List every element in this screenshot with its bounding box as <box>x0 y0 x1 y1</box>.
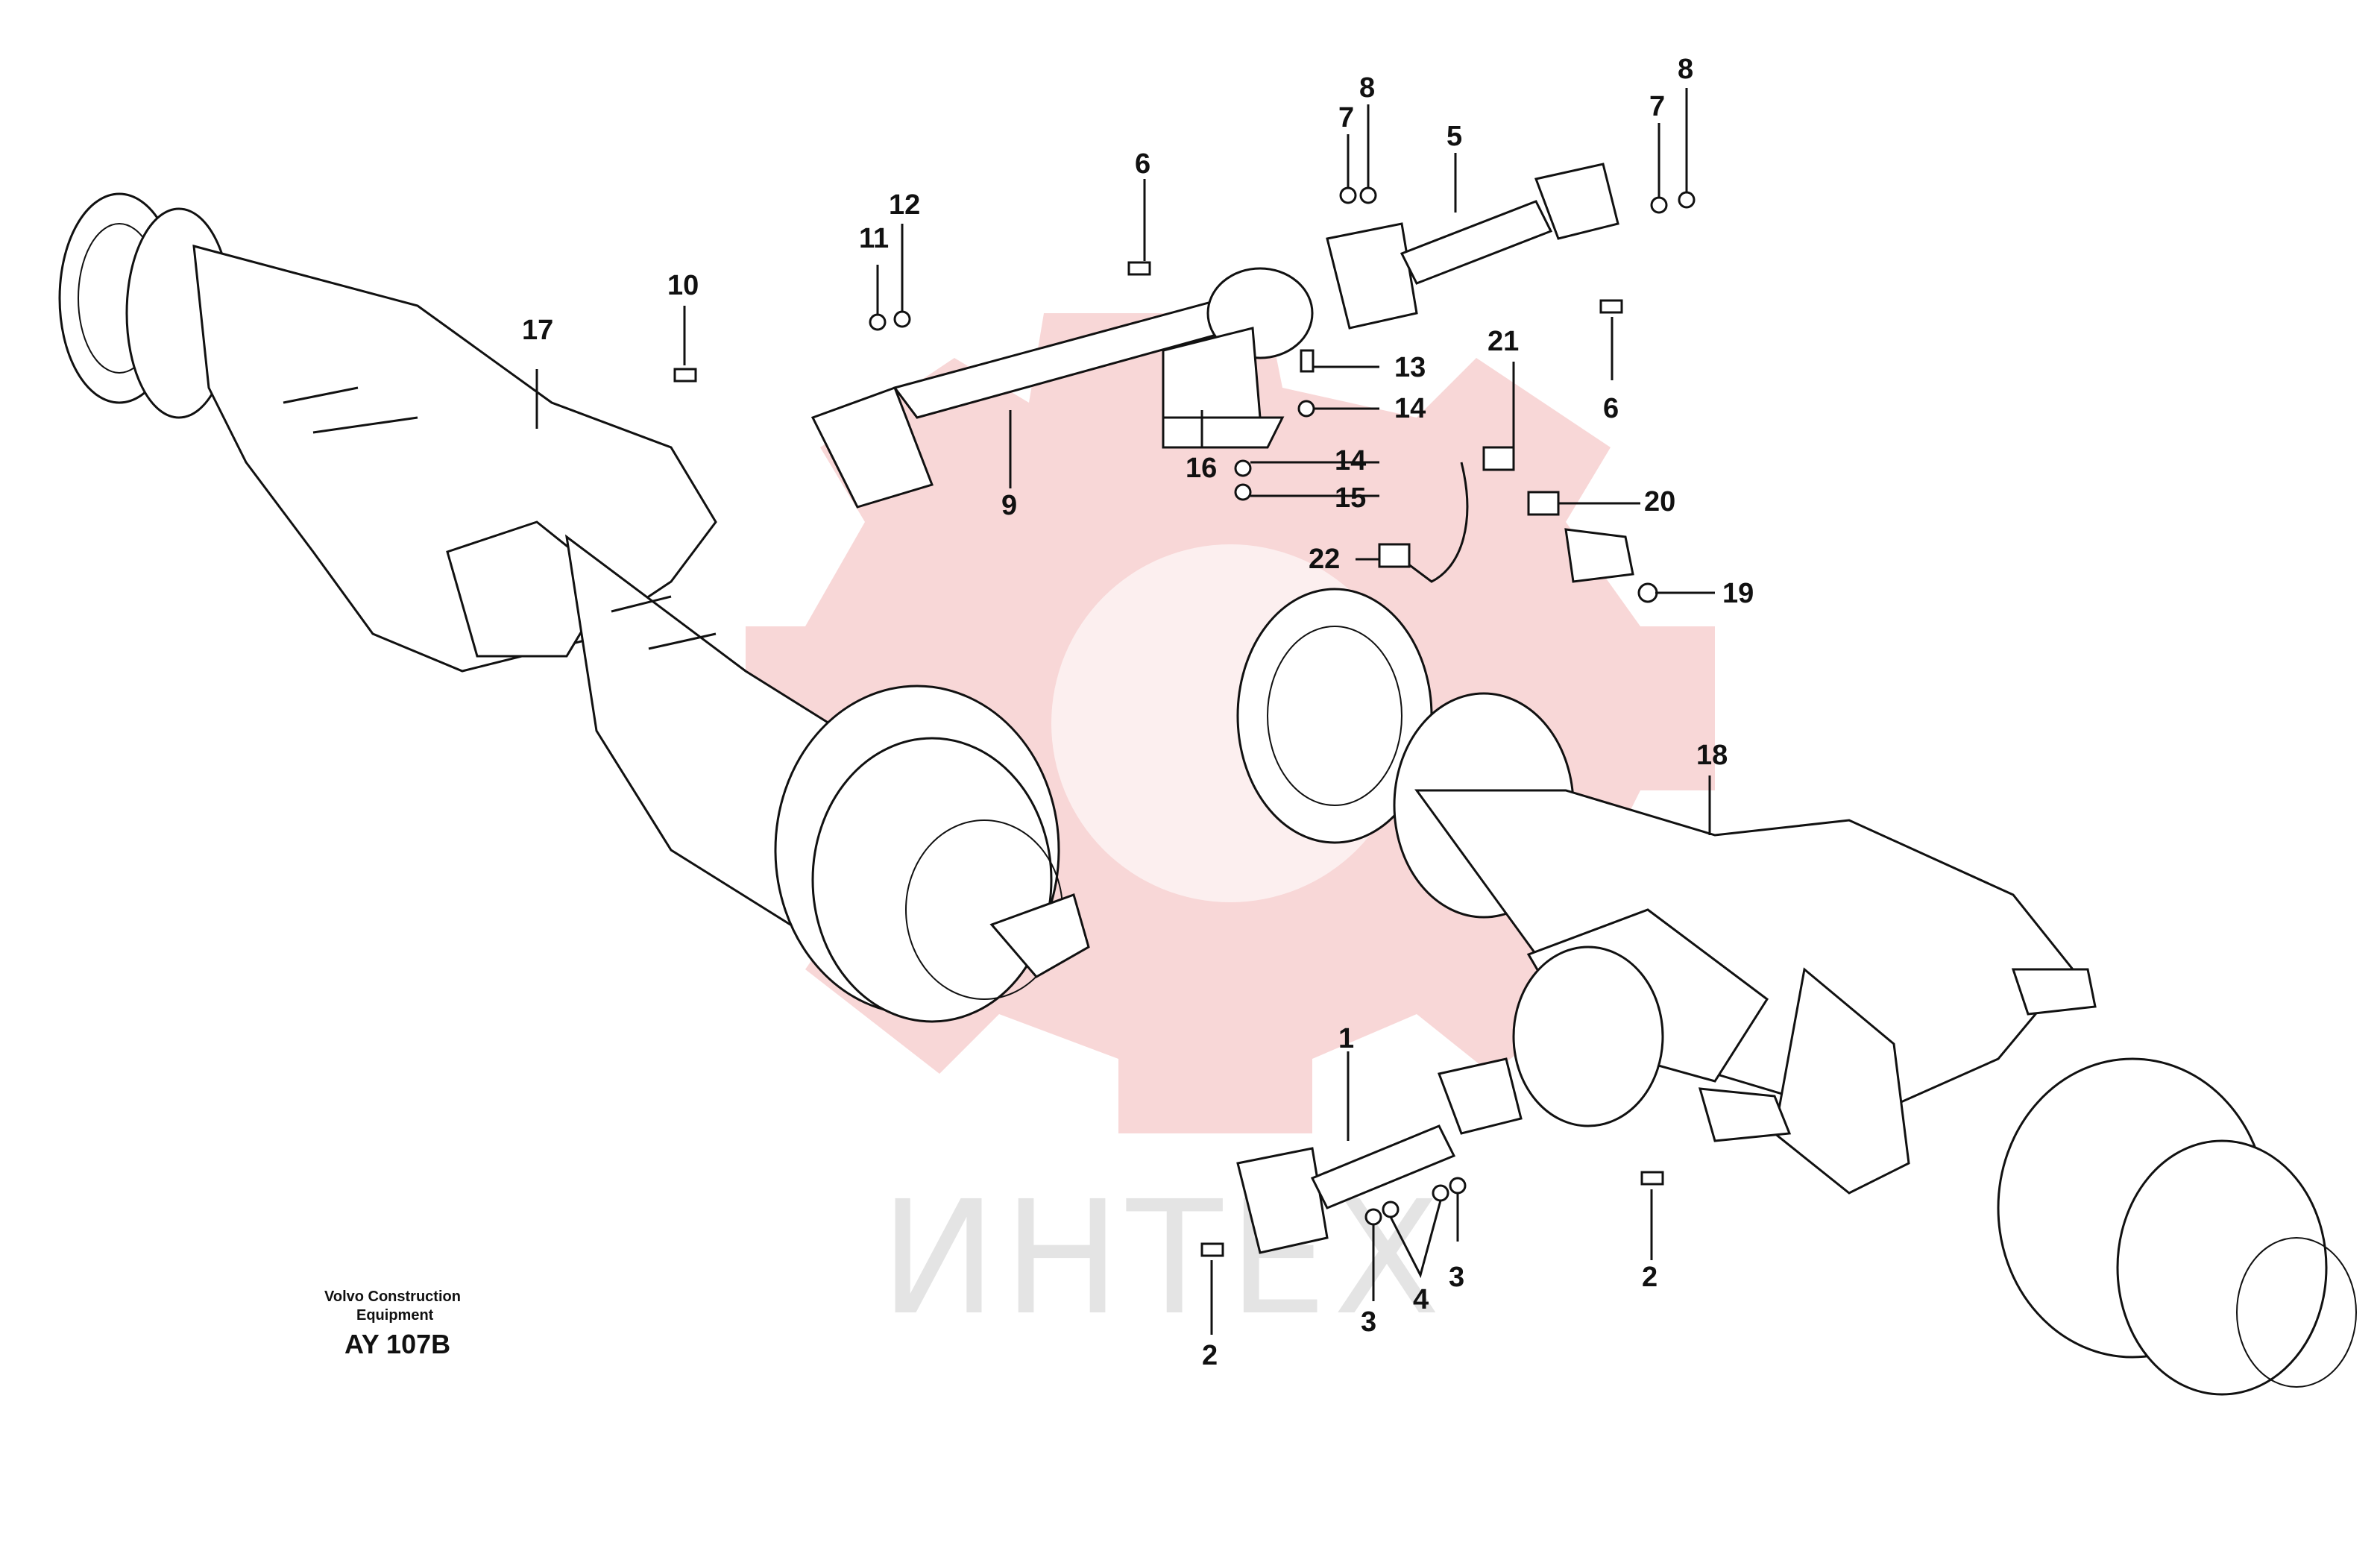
callout-labels: 1 2 2 3 3 4 5 6 6 7 7 8 8 9 10 11 12 13 … <box>522 54 1754 1371</box>
callout-4: 4 <box>1413 1284 1429 1315</box>
callout-6: 6 <box>1135 148 1150 180</box>
callout-2: 2 <box>1642 1262 1658 1293</box>
leader-lines <box>535 88 1715 1335</box>
callout-17: 17 <box>522 315 553 346</box>
callout-5: 5 <box>1446 121 1462 152</box>
callout-7: 7 <box>1338 102 1354 133</box>
bearing-support-16 <box>1162 327 1285 449</box>
maker-line-2: Equipment <box>356 1307 434 1324</box>
maker-line-1: Volvo Construction <box>324 1289 461 1305</box>
callout-14: 14 <box>1394 393 1426 424</box>
callout-11: 11 <box>859 223 889 254</box>
callout-21: 21 <box>1488 326 1519 357</box>
propeller-shaft-1 <box>1236 1057 1523 1254</box>
callout-8: 8 <box>1678 54 1693 85</box>
callout-7: 7 <box>1649 91 1665 122</box>
callout-20: 20 <box>1644 486 1675 517</box>
fasteners <box>673 186 1696 1257</box>
callout-3: 3 <box>1361 1306 1376 1338</box>
callout-15: 15 <box>1335 482 1366 514</box>
rear-axle-18 <box>1236 588 2357 1396</box>
figure-id: AY 107B <box>344 1329 450 1359</box>
figure-footer: Volvo Construction Equipment AY 107B <box>324 1289 461 1359</box>
callout-12: 12 <box>889 189 920 221</box>
propeller-shaft-5 <box>1326 163 1619 330</box>
callout-9: 9 <box>1001 490 1017 521</box>
callout-16: 16 <box>1186 453 1217 484</box>
callout-10: 10 <box>667 270 699 301</box>
callout-19: 19 <box>1722 578 1754 609</box>
callout-13: 13 <box>1394 352 1426 383</box>
callout-8: 8 <box>1359 72 1375 104</box>
callout-22: 22 <box>1309 544 1340 575</box>
callout-18: 18 <box>1696 740 1728 771</box>
callout-14: 14 <box>1335 445 1366 476</box>
callout-2: 2 <box>1202 1340 1218 1371</box>
sensor-cable <box>1378 446 1658 603</box>
front-axle-17 <box>58 192 1090 1023</box>
callout-6: 6 <box>1603 393 1619 424</box>
propeller-shaft-9 <box>810 267 1314 509</box>
callout-1: 1 <box>1338 1023 1354 1054</box>
callout-3: 3 <box>1449 1262 1464 1293</box>
